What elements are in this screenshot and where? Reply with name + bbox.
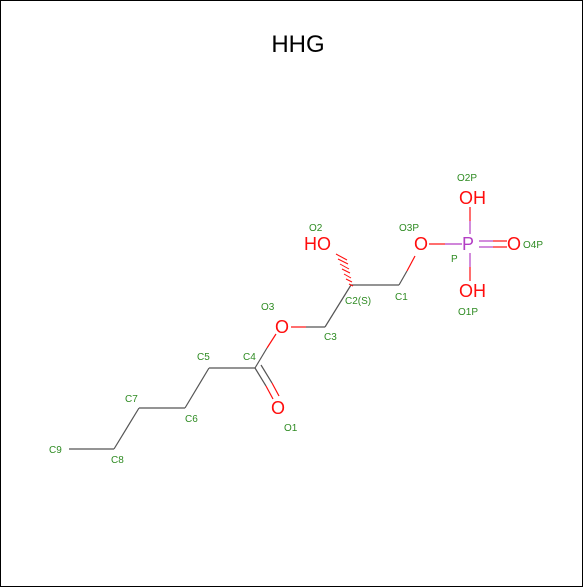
- bond-c8-c7: [113, 407, 140, 450]
- element-symbols: HO O P O OH OH O O: [271, 188, 521, 418]
- bond-c1-o3p-a: [398, 270, 408, 286]
- bond-c4-o1-d: [271, 382, 280, 397]
- bond-c4-o1-b: [265, 385, 274, 400]
- stereo-hash-wedge: [335, 253, 354, 287]
- bond-c3-c2: [324, 284, 352, 328]
- atom-label-o3p: O3P: [399, 223, 419, 234]
- symbol-o1: O: [271, 398, 285, 418]
- carbon-bonds: [69, 284, 399, 450]
- symbol-p: P: [462, 234, 474, 254]
- bond-c4-o1-a: [254, 367, 267, 387]
- symbol-ho: HO: [304, 234, 331, 254]
- atom-label-c4: C4: [243, 352, 256, 363]
- bond-c4-o3-b: [266, 333, 277, 349]
- atom-label-o3: O3: [261, 302, 275, 313]
- symbol-o3p: O: [414, 234, 428, 254]
- atom-label-o1p: O1P: [458, 307, 478, 318]
- symbol-oh-o2p: OH: [459, 188, 486, 208]
- bond-c1-o3p-b: [406, 255, 416, 272]
- atom-label-c6: C6: [185, 414, 198, 425]
- atom-label-o1: O1: [284, 423, 298, 434]
- atom-label-c9: C9: [49, 445, 62, 456]
- atom-label-o2: O2: [309, 223, 323, 234]
- symbol-o4p: O: [507, 234, 521, 254]
- atom-label-c2: C2(S): [345, 296, 371, 307]
- atom-label-p: P: [451, 254, 458, 265]
- symbol-o3: O: [275, 317, 289, 337]
- phosphate-bonds: [398, 207, 507, 286]
- atom-label-c3: C3: [324, 332, 337, 343]
- bond-c4-o3-a: [254, 347, 268, 369]
- molecule-title: HHG: [271, 31, 324, 58]
- atom-label-c5: C5: [197, 352, 210, 363]
- bond-c6-c5: [184, 367, 210, 409]
- atom-label-o4p: O4P: [523, 240, 543, 251]
- atom-labels: O2 O3P O2P O4P P O1P C2(S) C1 O3 C3 C5 C…: [49, 173, 543, 466]
- atom-label-o2p: O2P: [457, 173, 477, 184]
- symbol-oh-o1p: OH: [459, 281, 486, 301]
- atom-label-c1: C1: [395, 292, 408, 303]
- ester-bonds: [254, 326, 325, 400]
- atom-label-c7: C7: [125, 394, 138, 405]
- atom-label-c8: C8: [111, 455, 124, 466]
- bond-c4-o1-c: [260, 364, 273, 384]
